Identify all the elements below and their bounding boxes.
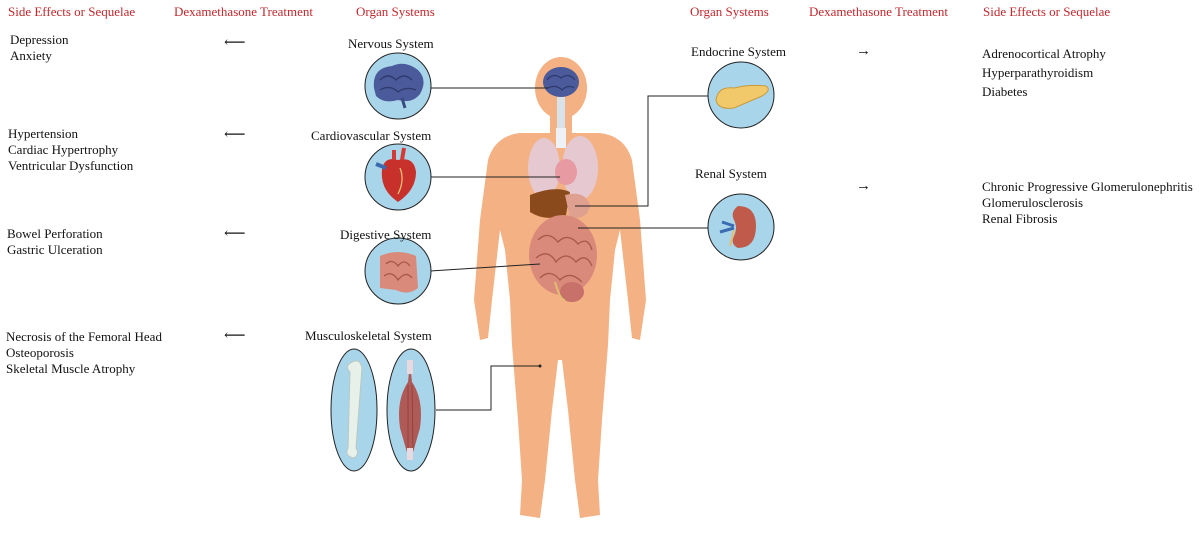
arrow-nervous: ⟵ xyxy=(224,35,246,51)
effect-item: Osteoporosis xyxy=(6,345,74,360)
effects-renal: Chronic Progressive Glomerulonephritis G… xyxy=(982,179,1193,227)
kidney-icon xyxy=(707,193,775,261)
arrow-renal: → xyxy=(856,178,871,194)
header-left-treatment: Dexamethasone Treatment xyxy=(174,4,313,19)
effect-item: Chronic Progressive Glomerulonephritis xyxy=(982,179,1193,194)
effect-item: Depression xyxy=(10,32,69,47)
effects-endocrine: Adrenocortical Atrophy Hyperparathyroidi… xyxy=(982,44,1106,101)
label-musculoskeletal-system: Musculoskeletal System xyxy=(305,328,432,343)
connector-lines xyxy=(429,87,711,411)
effect-item: Cardiac Hypertrophy xyxy=(8,142,119,157)
header-right-organ-systems: Organ Systems xyxy=(690,4,769,19)
effects-nervous: Depression Anxiety xyxy=(10,32,69,64)
effect-item: Necrosis of the Femoral Head xyxy=(6,329,162,344)
body-organs xyxy=(528,67,598,302)
header-right-treatment: Dexamethasone Treatment xyxy=(809,4,948,19)
effect-item: Hypertension xyxy=(8,126,79,141)
header-right-side-effects: Side Effects or Sequelae xyxy=(983,4,1111,19)
label-renal-system: Renal System xyxy=(695,166,767,181)
effect-item: Gastric Ulceration xyxy=(7,242,103,257)
arrow-musculoskeletal: ⟵ xyxy=(224,328,246,344)
effect-item: Ventricular Dysfunction xyxy=(8,158,134,173)
arrow-endocrine: → xyxy=(856,43,871,59)
intestine-icon xyxy=(364,237,432,305)
effect-item: Hyperparathyroidism xyxy=(982,65,1094,80)
effect-item: Diabetes xyxy=(982,84,1028,99)
label-nervous-system: Nervous System xyxy=(348,36,434,51)
header-left-organ-systems: Organ Systems xyxy=(356,4,435,19)
effect-item: Glomerulosclerosis xyxy=(982,195,1084,210)
effect-item: Bowel Perforation xyxy=(7,226,103,241)
effect-item: Anxiety xyxy=(10,48,52,63)
bone-icon xyxy=(330,348,378,472)
arrow-cardiovascular: ⟵ xyxy=(224,127,246,143)
header-left-side-effects: Side Effects or Sequelae xyxy=(8,4,136,19)
effect-item: Adrenocortical Atrophy xyxy=(982,46,1106,61)
pancreas-icon xyxy=(707,61,775,129)
effects-musculoskeletal: Necrosis of the Femoral Head Osteoporosi… xyxy=(6,329,162,377)
effects-digestive: Bowel Perforation Gastric Ulceration xyxy=(7,226,103,258)
label-endocrine-system: Endocrine System xyxy=(691,44,786,59)
arrow-digestive: ⟵ xyxy=(224,226,246,242)
label-digestive-system: Digestive System xyxy=(340,227,432,242)
effect-item: Skeletal Muscle Atrophy xyxy=(6,361,136,376)
effect-item: Renal Fibrosis xyxy=(982,211,1058,226)
heart-icon xyxy=(364,143,432,211)
muscle-icon xyxy=(386,348,436,472)
brain-icon xyxy=(364,52,432,120)
effects-cardiovascular: Hypertension Cardiac Hypertrophy Ventric… xyxy=(8,126,133,174)
label-cardiovascular-system: Cardiovascular System xyxy=(311,128,432,143)
